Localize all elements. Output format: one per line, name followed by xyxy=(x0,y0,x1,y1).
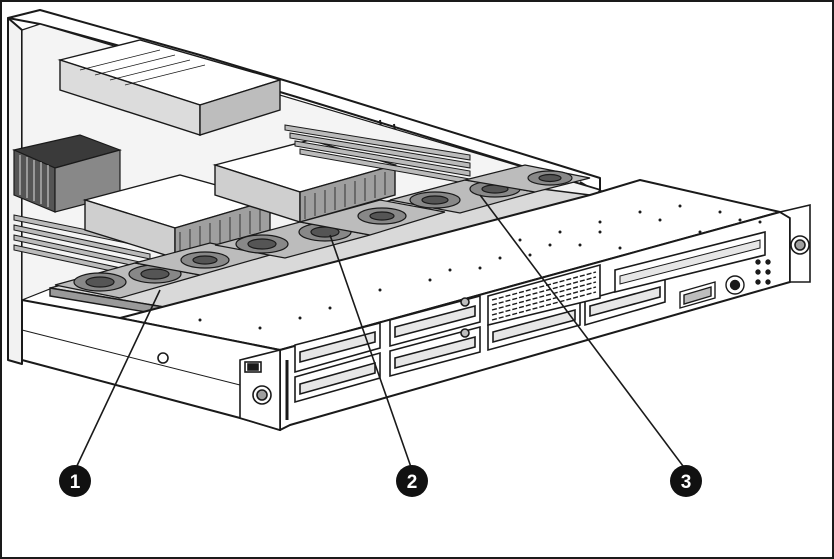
leader-line-2 xyxy=(329,234,413,471)
fan-group-left xyxy=(54,242,271,299)
drive-bays xyxy=(294,276,666,404)
fan-group-right xyxy=(389,164,591,214)
leader-line-1 xyxy=(74,289,161,471)
dimm-bank-right xyxy=(284,124,471,185)
rack-ears xyxy=(157,203,811,432)
leader-line-3 xyxy=(479,194,687,471)
fan-group-center xyxy=(214,199,446,259)
callout-badge-1 xyxy=(59,465,91,497)
callout-badge-2 xyxy=(396,465,428,497)
callout-label-1: 1 xyxy=(70,472,81,493)
callout-3: 3 xyxy=(670,465,702,497)
callout-leaders xyxy=(74,194,687,471)
riser-board xyxy=(57,39,283,136)
callout-1: 1 xyxy=(59,465,91,497)
callout-label-2: 2 xyxy=(407,472,418,493)
front-controls xyxy=(679,259,771,309)
callout-badge-3 xyxy=(670,465,702,497)
callout-label-3: 3 xyxy=(681,472,692,493)
media-bay xyxy=(614,230,766,294)
dimm-bank-left xyxy=(13,214,161,276)
front-vent xyxy=(487,263,601,327)
callout-2: 2 xyxy=(396,465,428,497)
